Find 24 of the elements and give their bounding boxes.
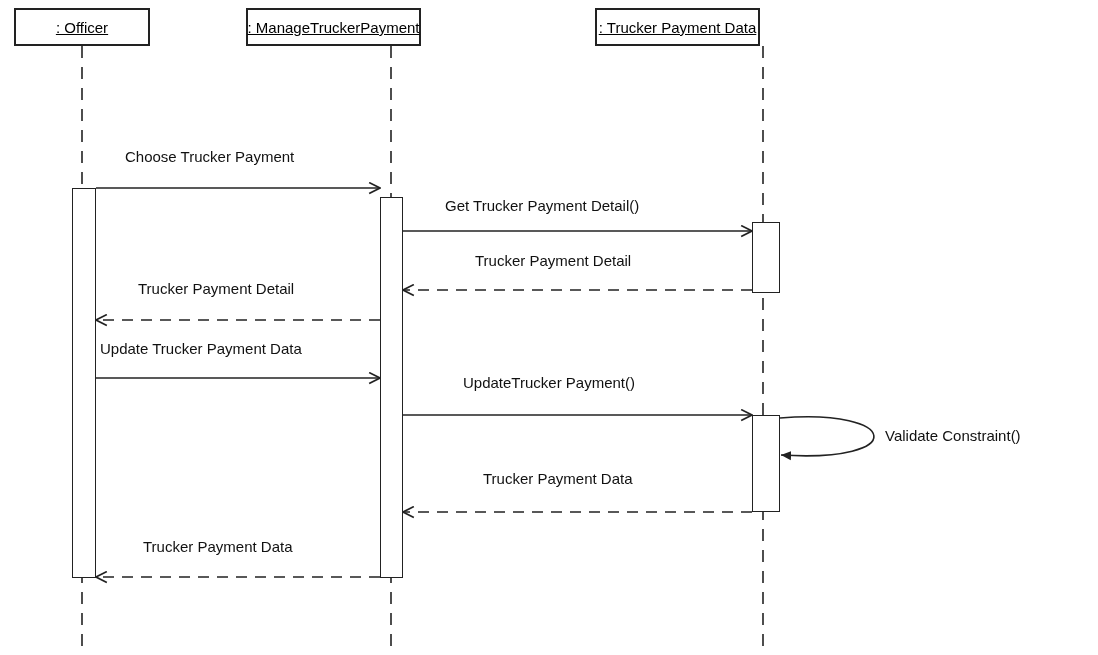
message-label: Trucker Payment Detail [138,280,295,297]
object-box: : Trucker Payment Data [595,8,760,46]
activation-bar [72,188,96,578]
message-arrow [402,224,753,238]
message-label: UpdateTrucker Payment() [463,374,635,391]
message-arrow [402,408,753,422]
message-label: Trucker Payment Detail [475,252,632,269]
message-label: Validate Constraint() [885,427,1021,444]
message-arrow [95,313,381,327]
message-label: Trucker Payment Data [143,538,293,555]
message-label: Choose Trucker Payment [125,148,295,165]
activation-bar [380,197,403,578]
message-label: Update Trucker Payment Data [100,340,302,357]
object-box: : Officer [14,8,150,46]
message-label: Get Trucker Payment Detail() [445,197,640,214]
message-arrow [402,283,753,297]
message-arrow [95,371,381,385]
message-arrow [779,415,875,460]
activation-bar [752,222,780,293]
message-arrow [95,570,381,584]
activation-bar [752,415,780,512]
message-label: Trucker Payment Data [483,470,633,487]
message-arrow [95,181,381,195]
message-arrow [402,505,753,519]
